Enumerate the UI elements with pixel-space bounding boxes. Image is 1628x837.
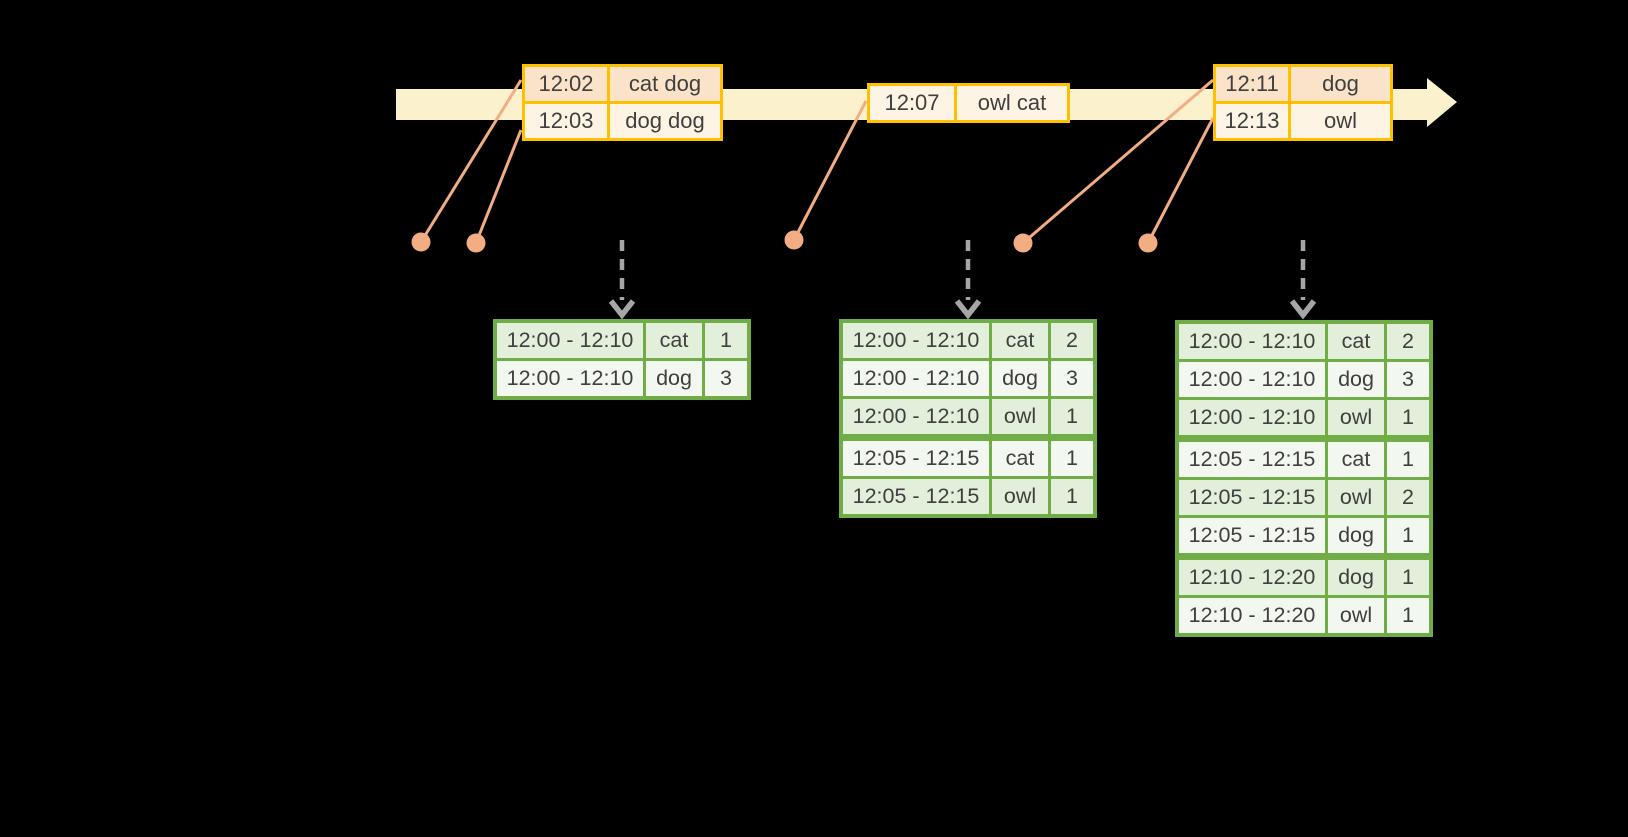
count-cell: 2 (1051, 323, 1093, 358)
count-cell: 1 (1387, 400, 1429, 435)
count-cell: 1 (1051, 479, 1093, 514)
window-cell: 12:05 - 12:15 (1179, 480, 1325, 515)
count-cell: 1 (1387, 560, 1429, 595)
word-cell: dog (992, 361, 1048, 396)
window-cell: 12:00 - 12:10 (1179, 362, 1325, 397)
word-cell: cat (1328, 442, 1384, 477)
event-marker-dots (411, 230, 1158, 253)
down-arrow-head-icon (954, 299, 982, 320)
event-words-cell: dog (1291, 67, 1390, 101)
connector-line (792, 100, 868, 241)
count-cell: 1 (705, 323, 747, 358)
event-dot-icon (784, 230, 804, 250)
word-cell: owl (1328, 480, 1384, 515)
word-cell: dog (1328, 362, 1384, 397)
window-cell: 12:10 - 12:20 (1179, 560, 1325, 595)
event-dot-icon (411, 232, 431, 252)
event-connector-lines (419, 78, 1215, 245)
event-dot-icon (1013, 233, 1033, 253)
event-words-cell: owl cat (957, 86, 1067, 120)
event-time-cell: 12:03 (525, 104, 607, 138)
event-time-cell: 12:13 (1216, 104, 1288, 138)
event-words-cell: cat dog (610, 67, 720, 101)
window-cell: 12:00 - 12:10 (843, 399, 989, 434)
event-dot-icon (1138, 233, 1158, 253)
connector-line (474, 129, 523, 244)
window-cell: 12:00 - 12:10 (497, 323, 643, 358)
event-time-cell: 12:07 (870, 86, 954, 120)
event-dot-icon (466, 233, 486, 253)
window-cell: 12:05 - 12:15 (843, 441, 989, 476)
count-cell: 3 (1051, 361, 1093, 396)
event-words-cell: dog dog (610, 104, 720, 138)
window-cell: 12:00 - 12:10 (1179, 324, 1325, 359)
word-cell: dog (1328, 518, 1384, 553)
count-cell: 1 (1387, 442, 1429, 477)
window-cell: 12:05 - 12:15 (843, 479, 989, 514)
word-cell: dog (646, 361, 702, 396)
count-cell: 1 (1387, 598, 1429, 633)
count-cell: 2 (1387, 324, 1429, 359)
connector-line (1022, 78, 1214, 245)
count-cell: 1 (1387, 518, 1429, 553)
word-cell: cat (992, 323, 1048, 358)
window-cell: 12:05 - 12:15 (1179, 518, 1325, 553)
count-cell: 1 (1051, 441, 1093, 476)
event-time-cell: 12:02 (525, 67, 607, 101)
window-cell: 12:00 - 12:10 (843, 323, 989, 358)
word-cell: cat (992, 441, 1048, 476)
word-cell: owl (992, 399, 1048, 434)
event-words-cell: owl (1291, 104, 1390, 138)
connector-line (419, 79, 523, 243)
trigger-arrows (608, 240, 1317, 320)
window-cell: 12:00 - 12:10 (1179, 400, 1325, 435)
count-cell: 3 (1387, 362, 1429, 397)
word-cell: owl (1328, 400, 1384, 435)
count-cell: 2 (1387, 480, 1429, 515)
count-cell: 1 (1051, 399, 1093, 434)
word-cell: owl (1328, 598, 1384, 633)
window-cell: 12:05 - 12:15 (1179, 442, 1325, 477)
word-cell: owl (992, 479, 1048, 514)
event-time-cell: 12:11 (1216, 67, 1288, 101)
window-cell: 12:00 - 12:10 (843, 361, 989, 396)
word-cell: cat (646, 323, 702, 358)
down-arrow-head-icon (1289, 299, 1317, 320)
window-cell: 12:10 - 12:20 (1179, 598, 1325, 633)
connector-line (1146, 117, 1215, 244)
count-cell: 3 (705, 361, 747, 396)
word-cell: dog (1328, 560, 1384, 595)
window-cell: 12:00 - 12:10 (497, 361, 643, 396)
right-arrow-icon (1427, 78, 1457, 127)
word-cell: cat (1328, 324, 1384, 359)
down-arrow-head-icon (608, 299, 636, 320)
